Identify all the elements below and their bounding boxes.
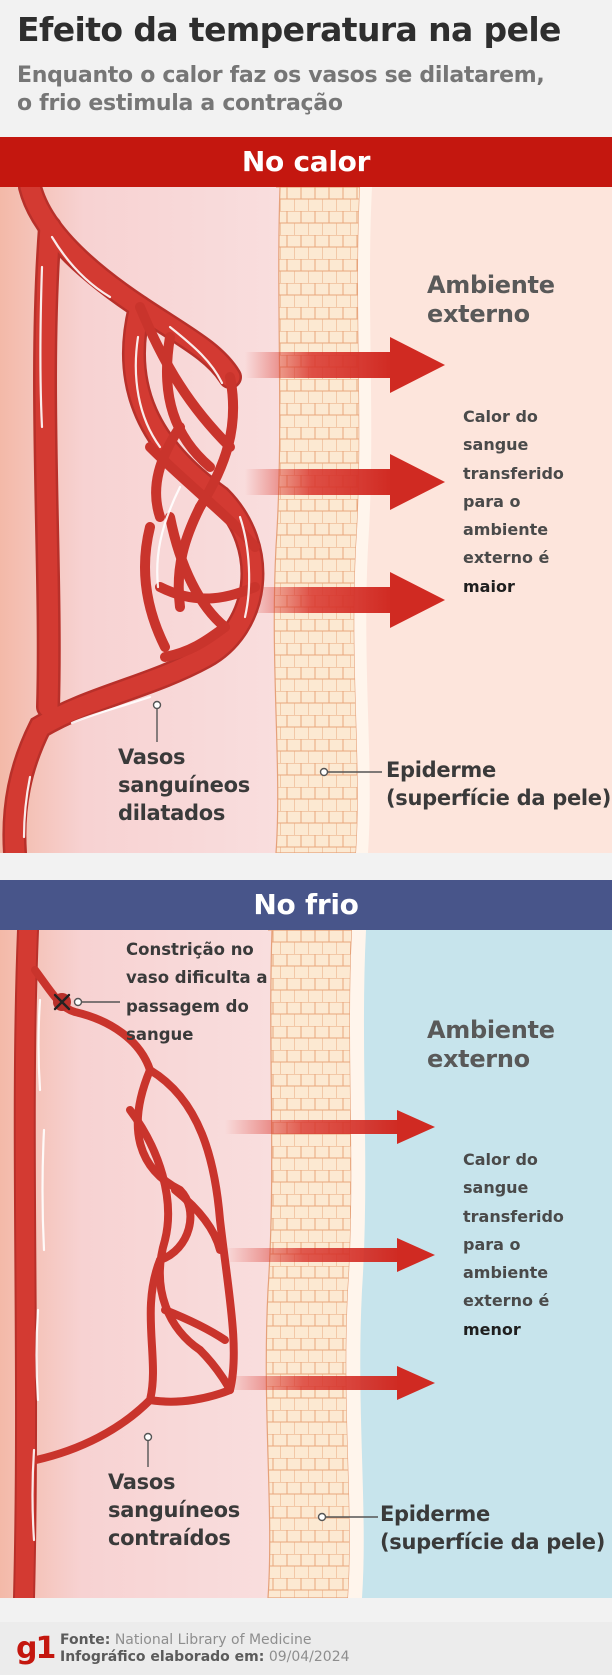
epidermis-label-line: (superfície da pele) bbox=[380, 1530, 606, 1554]
tissue-layer bbox=[0, 930, 272, 1598]
constriction-label-line: Constrição no bbox=[126, 940, 254, 959]
epidermis-cells bbox=[265, 930, 353, 1598]
subtitle-line: Enquanto o calor faz os vasos se dilatar… bbox=[17, 63, 545, 88]
hot-section-band: No calor bbox=[0, 137, 612, 187]
heat-transfer-label: Calor do sangue transferido para o ambie… bbox=[463, 1146, 564, 1344]
leader-lines bbox=[73, 997, 378, 1522]
vessel-label-line: dilatados bbox=[118, 801, 226, 825]
heat-label-line: sangue bbox=[463, 1178, 529, 1198]
leader-lines bbox=[152, 700, 382, 777]
vessel-label-line: Vasos bbox=[118, 745, 186, 769]
heat-arrow bbox=[245, 337, 445, 393]
epidermis-label-line: Epiderme bbox=[380, 1502, 490, 1526]
vessel-label-line: contraídos bbox=[108, 1526, 231, 1550]
date-line: Infográfico elaborado em: 09/04/2024 bbox=[60, 1649, 350, 1666]
cold-panel: Constrição no vaso dificulta a passagem … bbox=[0, 930, 612, 1598]
skin-surface bbox=[346, 930, 366, 1598]
contracted-vessels bbox=[13, 930, 238, 1598]
subtitle-line: o frio estimula a contração bbox=[17, 91, 343, 116]
source-line: Fonte: National Library of Medicine bbox=[60, 1632, 350, 1649]
ambient-label: Ambiente externo bbox=[427, 271, 555, 329]
heat-label-line: transferido bbox=[463, 1206, 564, 1226]
hot-panel: Ambiente externo Calor do sangue transfe… bbox=[0, 187, 612, 853]
constriction-label-line: vaso dificulta a bbox=[126, 968, 268, 988]
heat-arrow bbox=[225, 1366, 435, 1400]
dilated-vessels bbox=[2, 187, 265, 853]
ambient-label-line: Ambiente bbox=[427, 1016, 555, 1044]
vessel-label-line: Vasos bbox=[108, 1470, 176, 1494]
heat-label-line: externo é bbox=[463, 1291, 550, 1311]
epidermis-label-line: (superfície da pele) bbox=[386, 786, 612, 810]
epidermis-label: Epiderme (superfície da pele) bbox=[386, 756, 611, 812]
page-subtitle: Enquanto o calor faz os vasos se dilatar… bbox=[17, 62, 545, 118]
constriction-label-line: passagem do bbox=[126, 996, 249, 1016]
source-value: National Library of Medicine bbox=[114, 1632, 312, 1648]
vessel-label: Vasos sanguíneos dilatados bbox=[118, 743, 250, 827]
vessel-label-line: sanguíneos bbox=[118, 773, 250, 797]
heat-label-line: Calor do bbox=[463, 407, 538, 426]
g1-logo: g1 bbox=[16, 1631, 56, 1666]
epidermis-label-line: Epiderme bbox=[386, 758, 496, 782]
page-title: Efeito da temperatura na pele bbox=[17, 10, 561, 49]
heat-label-line: ambiente bbox=[463, 1263, 549, 1283]
cold-section-band: No frio bbox=[0, 880, 612, 930]
ambient-label-line: externo bbox=[427, 1045, 530, 1073]
footer: g1 Fonte: National Library of Medicine I… bbox=[0, 1622, 612, 1675]
heat-label-line: para o bbox=[463, 1234, 521, 1254]
cold-illustration bbox=[0, 930, 612, 1598]
hot-illustration bbox=[0, 187, 612, 853]
heat-label-line: transferido bbox=[463, 463, 564, 483]
ambient-label-line: Ambiente bbox=[427, 271, 555, 299]
header: Efeito da temperatura na pele Enquanto o… bbox=[0, 0, 612, 137]
epidermis-label: Epiderme (superfície da pele) bbox=[380, 1500, 605, 1556]
constriction-label-line: sangue bbox=[126, 1024, 194, 1044]
vessel-label: Vasos sanguíneos contraídos bbox=[108, 1468, 240, 1552]
source-credits: Fonte: National Library of Medicine Info… bbox=[60, 1632, 350, 1666]
heat-emphasis: maior bbox=[463, 576, 515, 596]
heat-label-line: sangue bbox=[463, 435, 529, 455]
source-label: Fonte: bbox=[60, 1632, 111, 1648]
heat-arrow bbox=[245, 572, 445, 628]
heat-arrow bbox=[225, 1110, 435, 1144]
constriction-label: Constrição no vaso dificulta a passagem … bbox=[126, 936, 268, 1049]
epidermis-cells bbox=[273, 187, 361, 853]
heat-arrow bbox=[245, 454, 445, 510]
heat-arrow bbox=[225, 1238, 435, 1272]
heat-label-line: externo é bbox=[463, 548, 550, 568]
heat-emphasis: menor bbox=[463, 1319, 521, 1339]
date-label: Infográfico elaborado em: bbox=[60, 1649, 265, 1665]
heat-transfer-label: Calor do sangue transferido para o ambie… bbox=[463, 403, 564, 601]
date-value: 09/04/2024 bbox=[268, 1649, 350, 1665]
heat-label-line: para o bbox=[463, 491, 521, 511]
ambient-label: Ambiente externo bbox=[427, 1016, 555, 1074]
ambient-label-line: externo bbox=[427, 300, 530, 328]
heat-label-line: Calor do bbox=[463, 1150, 538, 1169]
vessel-label-line: sanguíneos bbox=[108, 1498, 240, 1522]
heat-label-line: ambiente bbox=[463, 520, 549, 540]
